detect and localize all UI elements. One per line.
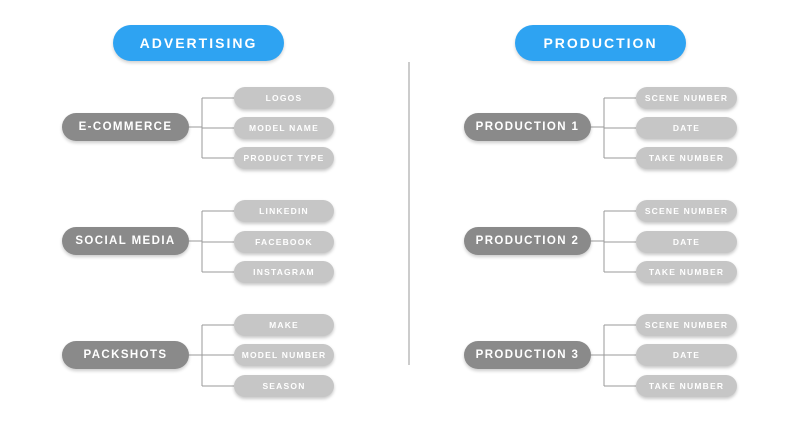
node-scene-number-2: SCENE NUMBER xyxy=(636,200,737,222)
node-production-2: PRODUCTION 2 xyxy=(464,227,591,255)
node-season: SEASON xyxy=(234,375,334,397)
node-social-media: SOCIAL MEDIA xyxy=(62,227,189,255)
node-production-3: PRODUCTION 3 xyxy=(464,341,591,369)
node-logos: LOGOS xyxy=(234,87,334,109)
node-scene-number-3: SCENE NUMBER xyxy=(636,314,737,336)
node-make: MAKE xyxy=(234,314,334,336)
node-date-1: DATE xyxy=(636,117,737,139)
node-packshots: PACKSHOTS xyxy=(62,341,189,369)
node-take-number-2: TAKE NUMBER xyxy=(636,261,737,283)
node-take-number-3: TAKE NUMBER xyxy=(636,375,737,397)
node-instagram: INSTAGRAM xyxy=(234,261,334,283)
node-date-3: DATE xyxy=(636,344,737,366)
node-take-number-1: TAKE NUMBER xyxy=(636,147,737,169)
node-linkedin: LINKEDIN xyxy=(234,200,334,222)
node-model-name: MODEL NAME xyxy=(234,117,334,139)
node-scene-number-1: SCENE NUMBER xyxy=(636,87,737,109)
node-date-2: DATE xyxy=(636,231,737,253)
node-production-1: PRODUCTION 1 xyxy=(464,113,591,141)
header-advertising: ADVERTISING xyxy=(113,25,284,61)
node-product-type: PRODUCT TYPE xyxy=(234,147,334,169)
node-e-commerce: E-COMMERCE xyxy=(62,113,189,141)
header-production: PRODUCTION xyxy=(515,25,686,61)
node-facebook: FACEBOOK xyxy=(234,231,334,253)
node-model-number: MODEL NUMBER xyxy=(234,344,334,366)
